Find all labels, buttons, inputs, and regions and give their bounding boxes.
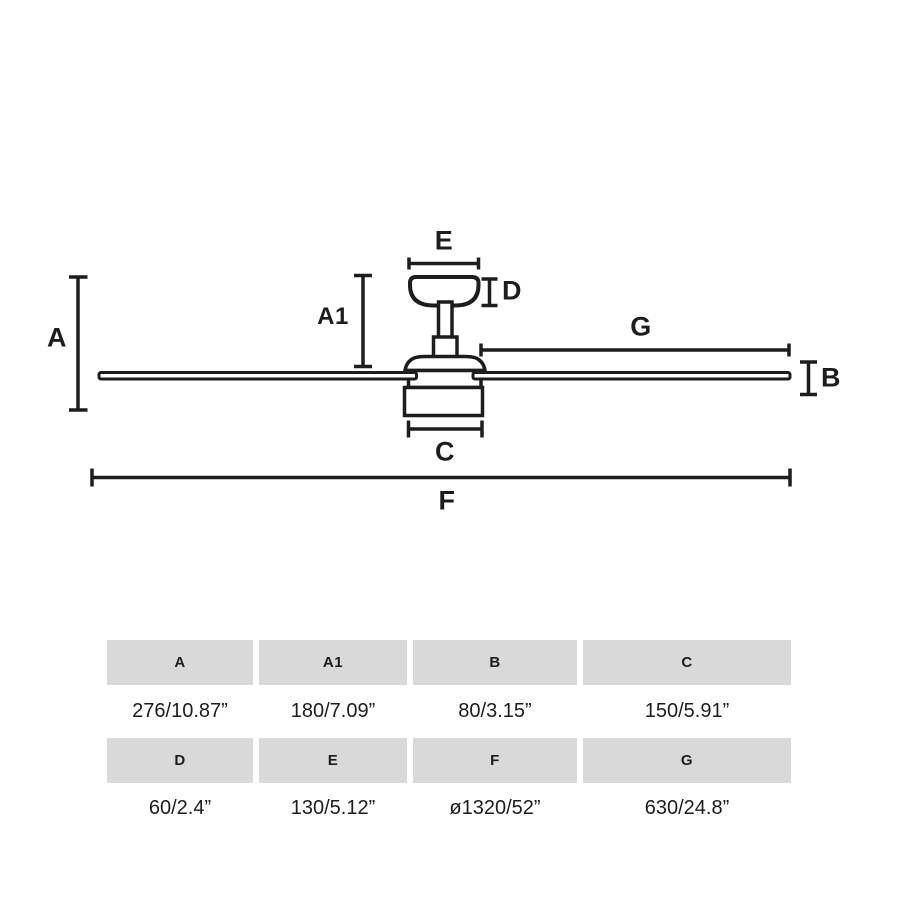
table-value-cell: ø1320/52” bbox=[449, 797, 541, 819]
dim-label-d: D bbox=[502, 275, 522, 306]
blade-left-shape bbox=[97, 371, 418, 381]
table-value-row: 276/10.87” 180/7.09” 80/3.15” 150/5.91” bbox=[107, 685, 791, 738]
table-header-cell: A bbox=[107, 640, 253, 685]
dim-line-d bbox=[481, 277, 498, 308]
table-value-cell: 80/3.15” bbox=[458, 700, 532, 722]
dim-label-c: C bbox=[435, 436, 455, 467]
table-header-row: D E F G bbox=[107, 738, 791, 783]
table-value-cell: 276/10.87” bbox=[132, 700, 228, 722]
dim-line-e bbox=[407, 257, 481, 270]
table-value-cell: 150/5.91” bbox=[644, 700, 730, 722]
dimensions-table: A A1 B C 276/10.87” 180/7.09” 80/3.15” 1… bbox=[107, 640, 791, 833]
dim-label-b: B bbox=[821, 362, 841, 393]
dim-label-e: E bbox=[434, 225, 454, 256]
dim-label-a: A bbox=[47, 322, 67, 353]
dim-line-a1 bbox=[354, 273, 372, 369]
dim-line-a bbox=[69, 275, 88, 412]
dim-label-f: F bbox=[438, 485, 456, 516]
dim-line-f bbox=[90, 468, 792, 487]
table-value-row: 60/2.4” 130/5.12” ø1320/52” 630/24.8” bbox=[107, 783, 791, 833]
table-header-row: A A1 B C bbox=[107, 640, 791, 685]
table-header-cell: E bbox=[259, 738, 407, 783]
table-header-cell: D bbox=[107, 738, 253, 783]
dim-line-c bbox=[406, 420, 484, 438]
table-header-cell: C bbox=[583, 640, 791, 685]
table-header-cell: F bbox=[413, 738, 577, 783]
table-value-cell: 180/7.09” bbox=[290, 700, 376, 722]
dim-line-b bbox=[800, 360, 817, 397]
dim-label-g: G bbox=[630, 311, 652, 342]
canopy-shape bbox=[408, 275, 481, 308]
table-header-cell: G bbox=[583, 738, 791, 783]
table-value-cell: 130/5.12” bbox=[290, 797, 376, 819]
blade-right-shape bbox=[471, 371, 792, 381]
motor-body-shape bbox=[406, 368, 483, 390]
motor-lower-shape bbox=[402, 385, 485, 418]
dim-line-g bbox=[479, 343, 791, 357]
motor-dome-shape bbox=[402, 354, 488, 373]
table-header-cell: A1 bbox=[259, 640, 407, 685]
dim-label-a1: A1 bbox=[317, 303, 349, 330]
coupler-shape bbox=[431, 335, 459, 359]
table-value-cell: 630/24.8” bbox=[644, 797, 730, 819]
table-header-cell: B bbox=[413, 640, 577, 685]
downrod-shape bbox=[436, 300, 454, 341]
table-value-cell: 60/2.4” bbox=[148, 797, 212, 819]
